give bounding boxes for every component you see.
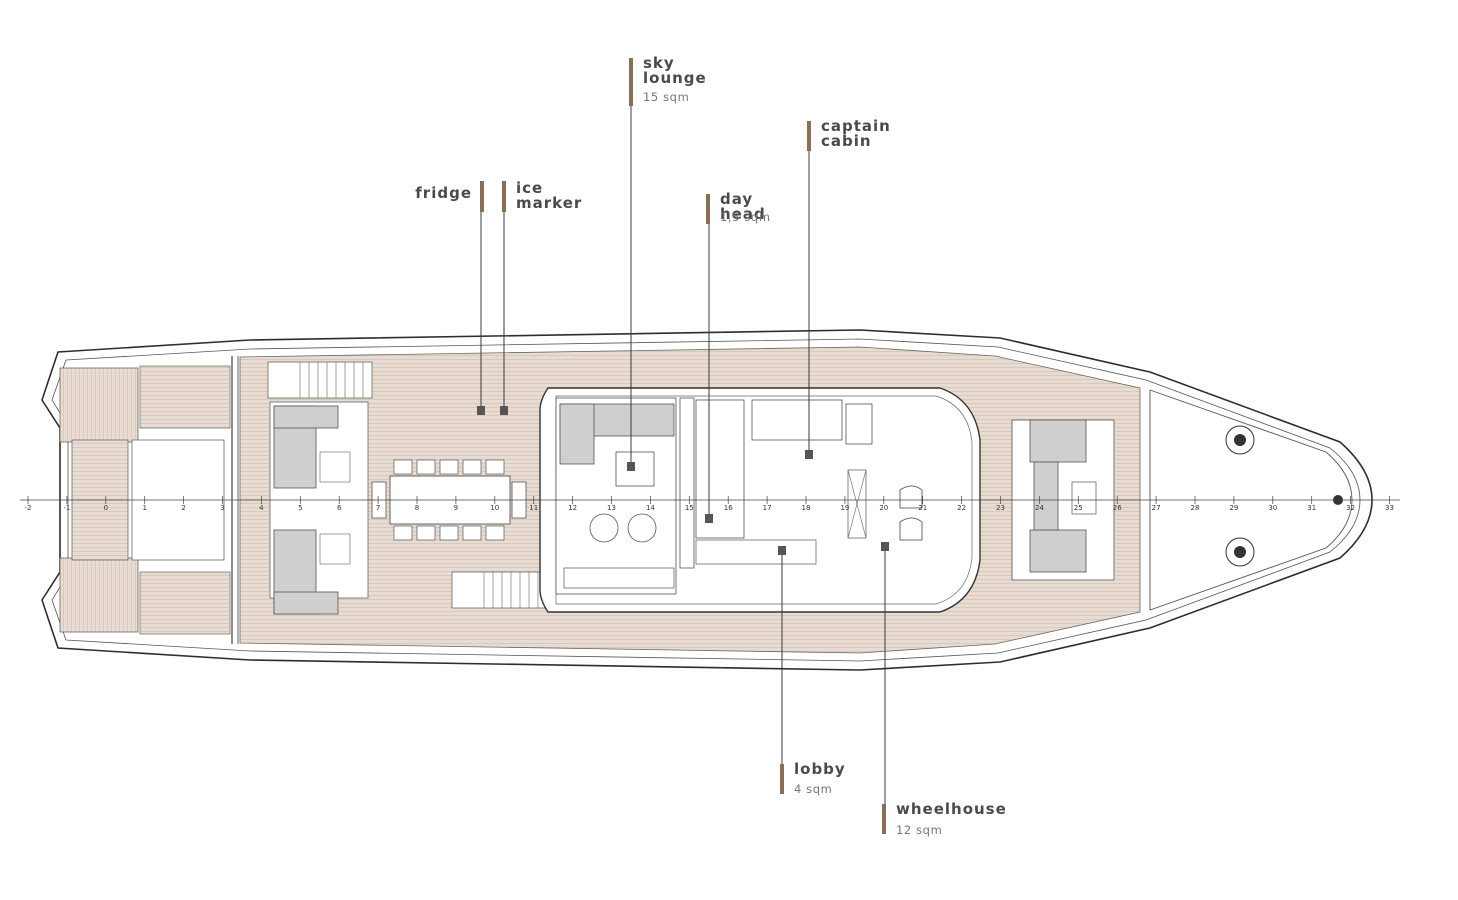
frame-number-label: 7 — [376, 504, 380, 512]
frame-number-label: 26 — [1113, 504, 1122, 512]
dining-chair — [439, 525, 459, 541]
frame-number-label: 9 — [454, 504, 458, 512]
callout-bar — [502, 181, 506, 212]
frame-number-label: 6 — [337, 504, 342, 512]
frame-number-label: -1 — [63, 504, 70, 512]
frame-number-label: 17 — [763, 504, 772, 512]
leader-markers — [477, 406, 889, 555]
frame-number-label: 33 — [1385, 504, 1394, 512]
callout-bar — [706, 194, 710, 224]
dining-chair — [393, 525, 413, 541]
leader-lines — [480, 58, 886, 832]
frame-number-label: 13 — [607, 504, 616, 512]
frame-number-label: 25 — [1074, 504, 1083, 512]
day-head-title: day head — [720, 190, 766, 223]
dining-chair — [462, 459, 482, 475]
dining-chair — [462, 525, 482, 541]
frame-number-label: 18 — [802, 504, 811, 512]
captain-cabin-title: captain cabin — [821, 117, 891, 150]
lobby-title: lobby — [794, 760, 846, 778]
frame-number-label: 10 — [490, 504, 499, 512]
frame-number-label: 29 — [1229, 504, 1238, 512]
lobby-area: 4 sqm — [794, 782, 833, 796]
frame-number-label: 14 — [646, 504, 655, 512]
dining-chairs — [393, 459, 505, 541]
frame-number-label: 24 — [1035, 504, 1044, 512]
wheelhouse-title: wheelhouse — [896, 800, 1007, 818]
fridge-title: fridge — [415, 184, 472, 202]
superstructure — [539, 387, 981, 613]
frame-number-label: 11 — [529, 504, 538, 512]
callout-bar — [480, 181, 484, 212]
frame-number-label: 16 — [724, 504, 733, 512]
dining-chair — [439, 459, 459, 475]
frame-number-label: 8 — [415, 504, 419, 512]
frame-number-label: 27 — [1152, 504, 1161, 512]
sky-lounge-area: 15 sqm — [643, 90, 690, 104]
frame-number-label: 19 — [840, 504, 849, 512]
day-head-area: 1,5 sqm — [720, 210, 771, 224]
frame-number-label: 28 — [1191, 504, 1200, 512]
callout-bar — [629, 58, 633, 106]
dining-chair — [485, 459, 505, 475]
frame-number-label: 5 — [298, 504, 302, 512]
frame-number-label: 2 — [181, 504, 185, 512]
frame-number-label: 30 — [1268, 504, 1277, 512]
callout-bar — [780, 764, 784, 794]
wheelhouse-area: 12 sqm — [896, 823, 943, 837]
frame-number-label: 0 — [104, 504, 108, 512]
frame-number-label: 15 — [685, 504, 694, 512]
dining-chair — [393, 459, 413, 475]
frame-number-label: 20 — [879, 504, 888, 512]
frame-number-label: 23 — [996, 504, 1005, 512]
frame-number-label: 32 — [1346, 504, 1355, 512]
frame-number-label: 4 — [259, 504, 264, 512]
aft-lounge — [269, 401, 369, 615]
dining-chair — [416, 459, 436, 475]
frame-number-label: 12 — [568, 504, 577, 512]
frame-number-label: 22 — [957, 504, 966, 512]
frame-number-label: 21 — [918, 504, 927, 512]
frame-number-label: 3 — [220, 504, 224, 512]
frame-number-label: 31 — [1307, 504, 1316, 512]
dining-chair — [416, 525, 436, 541]
callout-bar — [882, 804, 886, 834]
frame-number-label: 1 — [142, 504, 146, 512]
dining-chair — [485, 525, 505, 541]
callout-bar — [807, 121, 811, 151]
frame-number-label: -2 — [25, 504, 32, 512]
ice-marker-title: ice marker — [516, 179, 583, 212]
sky-lounge-title: sky lounge — [643, 54, 707, 87]
